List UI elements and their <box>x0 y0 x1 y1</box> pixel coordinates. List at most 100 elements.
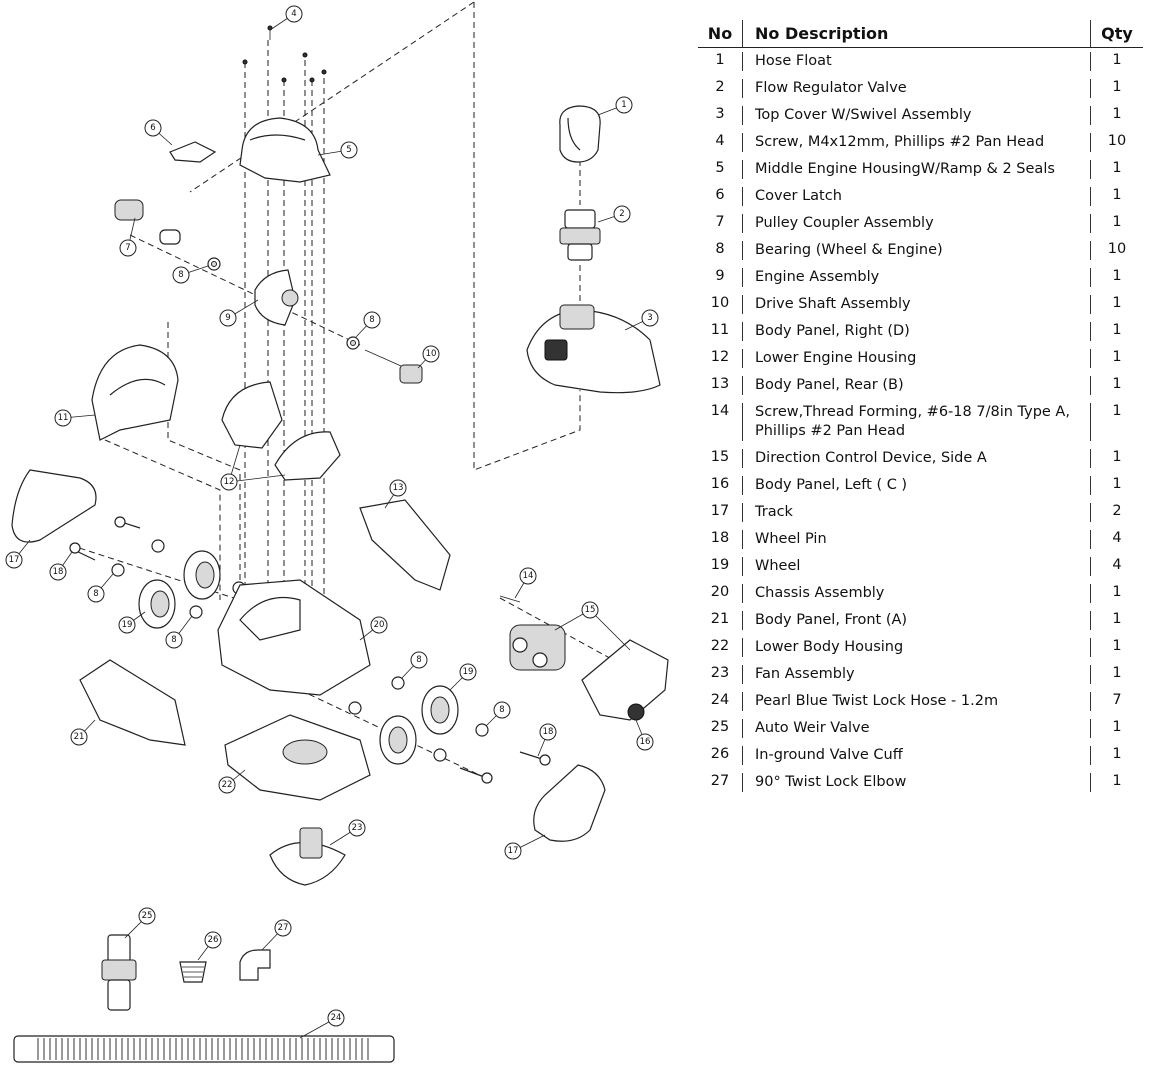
row-qty: 1 <box>1112 403 1122 419</box>
top-cover-shape <box>526 309 661 394</box>
row-description: Chassis Assembly <box>742 584 1091 603</box>
body-panel-rear-shape <box>359 499 451 591</box>
callout-8: 8 <box>363 311 381 329</box>
svg-text:7: 7 <box>125 243 130 253</box>
svg-text:6: 6 <box>150 123 155 133</box>
row-number: 8 <box>715 241 725 257</box>
row-number: 26 <box>710 746 730 762</box>
row-qty: 4 <box>1112 530 1122 546</box>
row-number: 15 <box>710 449 730 465</box>
callout-7: 7 <box>119 239 137 257</box>
callout-14: 14 <box>519 567 537 585</box>
row-number: 22 <box>710 638 730 654</box>
row-qty: 1 <box>1112 611 1122 627</box>
row-qty: 1 <box>1112 214 1122 230</box>
row-number: 13 <box>710 376 730 392</box>
row-description: Cover Latch <box>742 187 1091 206</box>
row-description: In-ground Valve Cuff <box>742 746 1091 765</box>
svg-text:20: 20 <box>374 620 385 630</box>
fan-shape <box>269 841 346 886</box>
svg-text:5: 5 <box>346 145 351 155</box>
row-qty: 1 <box>1112 376 1122 392</box>
callout-9: 9 <box>219 309 237 327</box>
row-number: 10 <box>710 295 730 311</box>
exploded-parts-diagram: 1 2 3 4 5 6 7 8 8 8 8 8 8 9 10 11 12 13 … <box>5 1 669 1063</box>
row-qty: 1 <box>1112 322 1122 338</box>
callout-18: 18 <box>49 563 67 581</box>
header-description: No Description <box>742 20 1091 47</box>
svg-text:22: 22 <box>222 780 233 790</box>
callout-24: 24 <box>327 1009 345 1027</box>
hose-shape <box>13 1035 395 1063</box>
svg-text:3: 3 <box>647 313 652 323</box>
callout-26: 26 <box>204 931 222 949</box>
row-qty: 10 <box>1107 241 1127 257</box>
row-qty: 10 <box>1107 133 1127 149</box>
row-qty: 2 <box>1112 503 1122 519</box>
callout-8: 8 <box>493 701 511 719</box>
cover-latch-shape <box>169 141 217 163</box>
row-number: 18 <box>710 530 730 546</box>
row-qty: 1 <box>1112 160 1122 176</box>
svg-text:25: 25 <box>142 911 153 921</box>
part-shapes <box>11 25 669 1063</box>
callout-3: 3 <box>641 309 659 327</box>
body-panel-right-shape <box>91 344 179 441</box>
svg-text:18: 18 <box>543 727 554 737</box>
row-description: Pearl Blue Twist Lock Hose - 1.2m <box>742 692 1091 711</box>
svg-text:18: 18 <box>53 567 64 577</box>
svg-text:8: 8 <box>93 589 98 599</box>
callout-6: 6 <box>144 119 162 137</box>
svg-text:11: 11 <box>58 413 69 423</box>
row-qty: 1 <box>1112 106 1122 122</box>
engine-assembly-shape <box>254 269 296 326</box>
callout-23: 23 <box>348 819 366 837</box>
row-number: 9 <box>715 268 725 284</box>
svg-text:2: 2 <box>619 209 624 219</box>
row-qty: 7 <box>1112 692 1122 708</box>
body-panel-front-shape <box>79 659 186 746</box>
row-description: Auto Weir Valve <box>742 719 1091 738</box>
svg-text:4: 4 <box>291 9 296 19</box>
svg-text:8: 8 <box>369 315 374 325</box>
row-qty: 1 <box>1112 746 1122 762</box>
row-qty: 1 <box>1112 638 1122 654</box>
callout-1: 1 <box>615 96 633 114</box>
row-number: 17 <box>710 503 730 519</box>
row-number: 4 <box>715 133 725 149</box>
table-header: No No Description Qty <box>698 20 1143 48</box>
drive-shaft-shape <box>399 364 423 384</box>
table-row: 26 In-ground Valve Cuff 1 <box>698 742 1143 769</box>
callout-8: 8 <box>165 631 183 649</box>
row-number: 5 <box>715 160 725 176</box>
row-number: 16 <box>710 476 730 492</box>
row-qty: 4 <box>1112 557 1122 573</box>
row-number: 23 <box>710 665 730 681</box>
leader-lines <box>13 13 651 1039</box>
svg-text:23: 23 <box>352 823 363 833</box>
svg-text:17: 17 <box>508 846 519 856</box>
lower-engine-housing-shape <box>221 381 283 449</box>
callout-8: 8 <box>410 651 428 669</box>
svg-text:27: 27 <box>278 923 289 933</box>
callout-27: 27 <box>274 919 292 937</box>
screws-top <box>242 25 327 83</box>
hose-ribs <box>37 1038 369 1060</box>
hose-float-shape <box>559 105 601 163</box>
callout-4: 4 <box>285 5 303 23</box>
callout-21: 21 <box>70 728 88 746</box>
